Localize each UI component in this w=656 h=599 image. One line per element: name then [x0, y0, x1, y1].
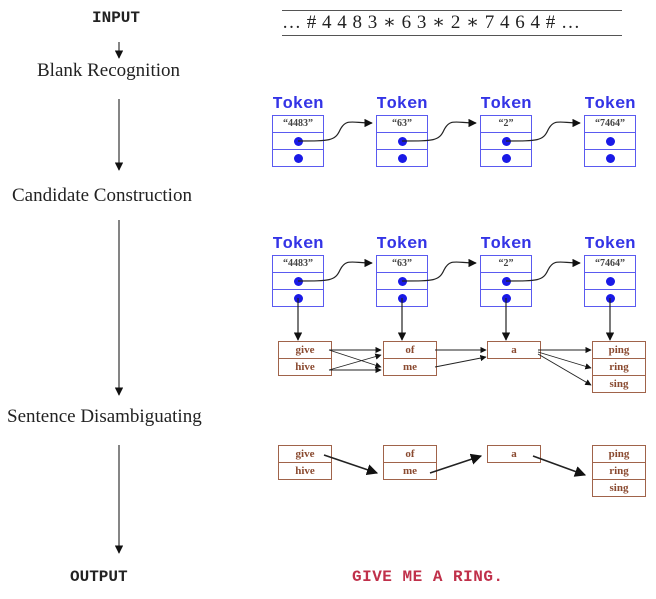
token-value: “4483”	[283, 258, 313, 269]
candidate-word: ring	[593, 358, 645, 375]
candidate-word: hive	[279, 462, 331, 479]
stage-blank-recognition: Blank Recognition	[37, 60, 181, 81]
candidates-row3-3: ping ring sing	[592, 445, 646, 497]
candidate-pointer-dot	[397, 153, 407, 163]
token-title: Token	[272, 235, 324, 254]
candidates-row3-0: give hive	[278, 445, 332, 480]
candidate-word: me	[384, 462, 436, 479]
input-label: INPUT	[92, 9, 141, 27]
candidates-row2-0: give hive	[278, 341, 332, 376]
token-row1-3: Token “7464”	[584, 96, 636, 167]
candidate-word: a	[511, 448, 517, 460]
candidate-pointer-dot	[605, 153, 615, 163]
path-me-a	[429, 453, 483, 474]
stage-sentence-disambiguating: Sentence Disambiguating	[7, 406, 202, 427]
link-arrow-row2-0	[297, 258, 373, 282]
token-title: Token	[272, 95, 324, 114]
token-row1-2: Token “2”	[480, 96, 532, 167]
candidate-word: of	[405, 344, 415, 356]
candidates-row2-3: ping ring sing	[592, 341, 646, 393]
candidate-word: ping	[608, 344, 630, 356]
candidates-row3-2: a	[487, 445, 541, 463]
input-tape-text: … # 4 4 8 3 ∗ 6 3 ∗ 2 ∗ 7 4 6 4 # …	[282, 12, 581, 33]
candidate-word: ring	[593, 462, 645, 479]
token-row1-0: Token “4483”	[272, 96, 324, 167]
candidate-word: give	[295, 448, 315, 460]
token-value: “63”	[392, 118, 412, 129]
token-title: Token	[584, 235, 636, 254]
candidate-pointer-dot	[501, 153, 511, 163]
token-value: “2”	[498, 118, 514, 129]
token-value: “4483”	[283, 118, 313, 129]
lattice-give-me	[328, 349, 382, 369]
candidate-word: a	[511, 344, 517, 356]
candidate-word: me	[384, 358, 436, 375]
token-title: Token	[480, 235, 532, 254]
output-sentence: GIVE ME A RING.	[352, 568, 504, 586]
token-value: “7464”	[595, 258, 625, 269]
candidate-pointer-dot	[293, 153, 303, 163]
lattice-a-sing	[537, 353, 592, 386]
candidate-word: ping	[608, 448, 630, 460]
token-value: “2”	[498, 258, 514, 269]
input-tape: … # 4 4 8 3 ∗ 6 3 ∗ 2 ∗ 7 4 6 4 # …	[282, 10, 622, 36]
candidate-word: hive	[279, 358, 331, 375]
link-arrow-row2-1	[401, 258, 477, 282]
token-value: “63”	[392, 258, 412, 269]
candidate-word: give	[295, 344, 315, 356]
lattice-hive-of	[328, 353, 382, 371]
token-title: Token	[376, 95, 428, 114]
lattice-a-ring	[537, 351, 592, 370]
link-arrow-row1-2	[505, 118, 581, 142]
stage-candidate-construction: Candidate Construction	[12, 185, 192, 206]
candidate-word: sing	[593, 479, 645, 496]
token-title: Token	[376, 235, 428, 254]
candidates-row3-1: of me	[383, 445, 437, 480]
path-give-me	[323, 454, 379, 476]
token-value: “7464”	[595, 118, 625, 129]
token-title: Token	[480, 95, 532, 114]
next-pointer-dot	[605, 276, 615, 286]
candidate-word: of	[405, 448, 415, 460]
link-arrow-row1-1	[401, 118, 477, 142]
output-label: OUTPUT	[70, 568, 128, 586]
link-arrow-row1-0	[297, 118, 373, 142]
path-a-ring	[532, 455, 587, 477]
next-pointer-dot	[605, 136, 615, 146]
lattice-me-a	[434, 354, 487, 368]
token-title: Token	[584, 95, 636, 114]
link-arrow-row2-2	[505, 258, 581, 282]
candidates-row2-1: of me	[383, 341, 437, 376]
candidate-word: sing	[593, 375, 645, 392]
token-row1-1: Token “63”	[376, 96, 428, 167]
